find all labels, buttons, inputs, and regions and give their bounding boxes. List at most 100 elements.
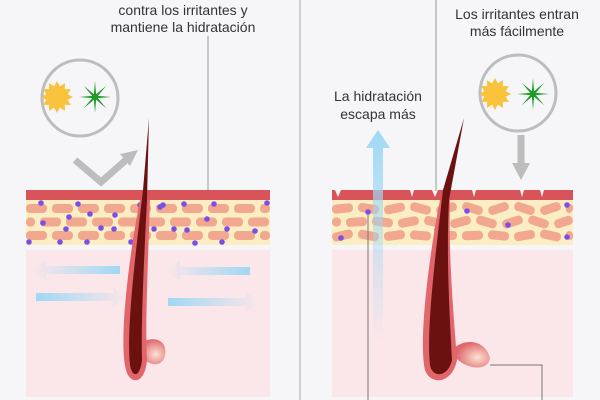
lipid-dot [505, 222, 511, 228]
skin-cell [104, 231, 125, 240]
skin-cell [78, 204, 99, 213]
lipid-dot [338, 235, 344, 241]
right-panel-damaged-skin: Los irritantes entran más fácilmente La … [331, 0, 579, 400]
skin-cell [66, 217, 87, 227]
skin-cell [26, 204, 47, 213]
lipid-dot [157, 204, 163, 210]
lipid-dot [224, 226, 230, 232]
right-irritant-magnifier [478, 53, 558, 180]
skin-cell [92, 217, 113, 227]
skin-cell [345, 217, 368, 227]
lipid-dot [128, 239, 134, 245]
skin-cell [182, 231, 203, 240]
yellow-irritant-icon [41, 81, 73, 113]
skin-cell [462, 202, 483, 215]
skin-cell [476, 215, 497, 229]
lipid-dot [38, 200, 44, 206]
hydration-escape-arrow-icon [366, 130, 390, 340]
skin-cell [461, 230, 484, 241]
left-hair-follicle [123, 118, 166, 381]
deflect-arrow-icon [72, 157, 129, 187]
skin-cell [26, 231, 47, 240]
skin-cell [234, 231, 255, 240]
lipid-dot [87, 211, 93, 217]
skin-cell [196, 217, 217, 227]
green-irritant-icon [79, 81, 111, 113]
left-caption-line-1: contra los irritantes y [118, 2, 247, 18]
arrow-right-2 [168, 292, 260, 312]
skin-cell [248, 217, 269, 227]
lipid-dot [98, 225, 104, 231]
skin-cell [332, 229, 353, 242]
skin-cell [104, 204, 125, 213]
lipid-dot [365, 209, 371, 215]
skin-cell [260, 231, 270, 240]
skin-cell [234, 204, 255, 213]
left-panel-healthy-skin: contra los irritantes y mantiene la hidr… [26, 2, 270, 397]
lipid-dot [171, 226, 177, 232]
lipid-dot [204, 216, 210, 222]
lipid-dot [111, 226, 117, 232]
left-irritant-magnifier [40, 58, 138, 187]
lipid-dot [75, 201, 81, 207]
green-irritant-icon [517, 78, 549, 110]
skin-cell [52, 231, 73, 240]
lipid-dot [84, 239, 90, 245]
deflect-arrowhead [120, 150, 138, 166]
lipid-dot [464, 208, 470, 214]
lipid-dot [564, 202, 570, 208]
lipid-dot [40, 220, 46, 226]
skin-cell [208, 231, 229, 240]
skin-cell [331, 203, 354, 214]
skin-cell [514, 202, 535, 215]
lipid-dot [219, 239, 225, 245]
lipid-dot [63, 226, 69, 232]
skin-cell [331, 217, 342, 227]
lipid-dot [181, 201, 187, 207]
right-caption-line-1: Los irritantes entran [455, 6, 579, 22]
hydration-label-line-1: La hidratación [334, 88, 422, 104]
skin-cell [488, 202, 509, 215]
skin-cell [182, 204, 203, 213]
lipid-dot [211, 201, 217, 207]
gland [454, 342, 490, 368]
left-caption-line-2: mantiene la hidratación [111, 19, 256, 35]
magnifier-circle [40, 58, 120, 138]
skin-cell [208, 204, 229, 213]
skin-cell [170, 217, 191, 227]
skin-cell [528, 215, 549, 229]
left-skin-cells [26, 204, 270, 240]
skin-cell [487, 230, 510, 241]
skin-cell [409, 230, 432, 241]
lipid-dot [66, 214, 72, 220]
skin-cell [222, 217, 243, 227]
arrow-right-1 [36, 287, 127, 307]
skin-cell [410, 202, 431, 215]
right-bottom-leader-2 [490, 364, 543, 400]
left-stratum-top [26, 190, 270, 200]
skin-cell [260, 204, 270, 213]
lipid-dot [564, 234, 570, 240]
arrow-left-1 [32, 260, 120, 280]
skin-cell [383, 230, 406, 241]
skin-cell [540, 229, 561, 242]
lipid-dot [252, 228, 258, 234]
lipid-dot [151, 226, 157, 232]
skin-cell [554, 215, 573, 229]
lipid-dot [57, 239, 63, 245]
skin-cell [52, 204, 73, 213]
lipid-dot [184, 227, 190, 233]
skin-cell [78, 231, 99, 240]
hydration-label-line-2: escapa más [340, 106, 415, 122]
enter-arrow-icon [512, 163, 530, 180]
lipid-dot [26, 239, 32, 245]
skin-cell [398, 216, 419, 228]
skin-cell [118, 217, 139, 227]
skin-cell [156, 231, 177, 240]
lipid-dot [264, 200, 270, 206]
yellow-irritant-icon [479, 78, 511, 110]
magnifier-circle [478, 53, 558, 133]
right-stratum-top-cracked [332, 190, 573, 200]
